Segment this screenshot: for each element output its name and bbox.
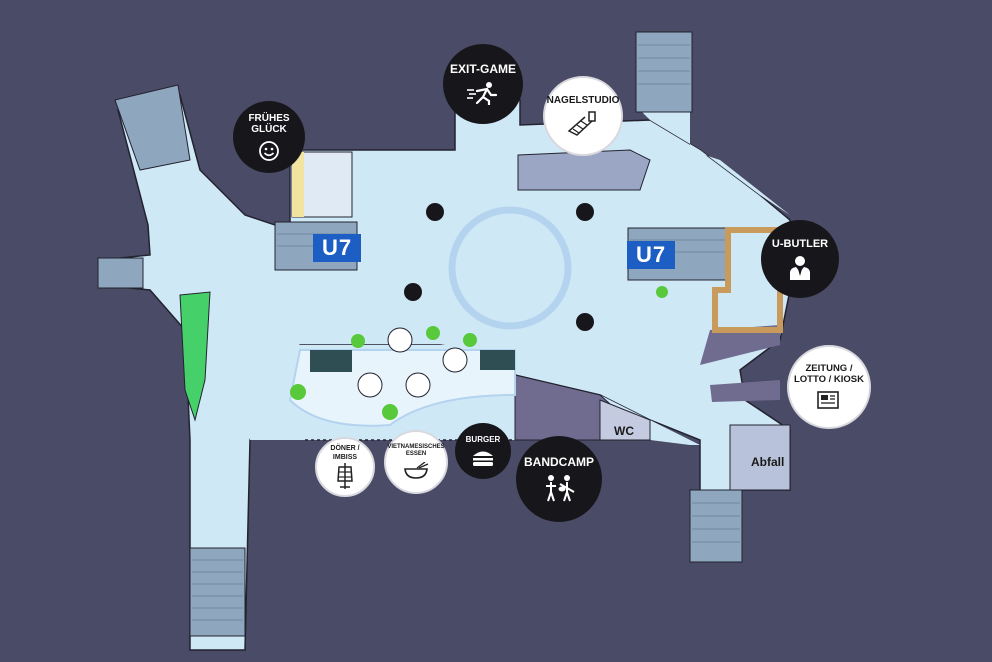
poi-nagelstudio[interactable]: NAGELSTUDIO xyxy=(543,76,623,156)
poi-zeitung-label: ZEITUNG / LOTTO / KIOSK xyxy=(793,363,865,385)
poi-u-butler[interactable]: U-BUTLER xyxy=(761,220,839,298)
stairs xyxy=(97,31,743,637)
stairs-top-left xyxy=(114,84,191,171)
poi-burger-label: BURGER xyxy=(465,435,501,445)
newspaper-icon xyxy=(817,391,839,409)
kiosk-shop xyxy=(700,325,780,365)
wc-room xyxy=(599,399,651,441)
green-seating xyxy=(179,291,211,422)
poi-vietnam-label: VIETNAMESISCHES ESSEN xyxy=(387,444,445,457)
plant-4 xyxy=(463,333,477,347)
table-round-4 xyxy=(405,372,431,398)
food-court xyxy=(288,286,668,441)
poi-bandcamp-label: BANDCAMP xyxy=(524,455,594,470)
pillars xyxy=(404,203,594,331)
poi-fruehes-glueck-label: FRÜHES GLÜCK xyxy=(248,112,290,136)
plant-5 xyxy=(351,334,365,348)
fruehes-glueck-counter xyxy=(292,152,304,217)
abfall-label: Abfall xyxy=(751,455,785,469)
poi-doener-label: DÖNER / IMBISS xyxy=(330,445,360,461)
stairs-left xyxy=(97,257,144,289)
u7-sign-left: U7 xyxy=(313,234,361,262)
poi-doener[interactable]: DÖNER / IMBISS xyxy=(315,437,375,497)
poi-zeitung[interactable]: ZEITUNG / LOTTO / KIOSK xyxy=(787,345,871,429)
table-dark-2 xyxy=(480,350,515,370)
nail-polish-icon xyxy=(567,111,596,136)
stairs-top-right xyxy=(635,31,693,113)
poi-u-butler-label: U-BUTLER xyxy=(771,237,829,250)
right-upper-corridor xyxy=(640,110,790,215)
doner-kebab-icon xyxy=(337,462,353,489)
table-round-1 xyxy=(387,327,413,353)
nagelstudio-shop xyxy=(517,149,651,191)
table-round-3 xyxy=(357,372,383,398)
table-round-2 xyxy=(442,347,468,373)
wc-label: WC xyxy=(614,424,634,438)
butler-icon xyxy=(790,256,810,281)
running-person-icon xyxy=(467,81,498,105)
burger-icon xyxy=(473,451,493,466)
plant-1 xyxy=(290,384,306,400)
smiley-icon xyxy=(259,140,279,161)
bowl-icon xyxy=(404,461,429,479)
plant-6 xyxy=(656,286,668,298)
stairs-bottom-left xyxy=(189,547,246,637)
stairs-bottom-right xyxy=(689,489,743,563)
kiosk-shop-lower xyxy=(710,380,780,402)
poi-exit-game-label: EXIT-GAME xyxy=(449,62,516,77)
u7-sign-right: U7 xyxy=(627,241,675,269)
poi-fruehes-glueck[interactable]: FRÜHES GLÜCK xyxy=(233,101,305,173)
poi-exit-game[interactable]: EXIT-GAME xyxy=(443,44,523,124)
abfall-room xyxy=(729,424,791,491)
plant-2 xyxy=(382,404,398,420)
central-ring xyxy=(448,206,572,330)
poi-burger[interactable]: BURGER xyxy=(455,423,511,479)
table-dark-1 xyxy=(310,350,352,372)
poi-vietnam[interactable]: VIETNAMESISCHES ESSEN xyxy=(384,430,448,494)
band-icon xyxy=(546,474,575,502)
plant-3 xyxy=(426,326,440,340)
poi-bandcamp[interactable]: BANDCAMP xyxy=(516,436,602,522)
poi-nagelstudio-label: NAGELSTUDIO xyxy=(546,95,620,107)
